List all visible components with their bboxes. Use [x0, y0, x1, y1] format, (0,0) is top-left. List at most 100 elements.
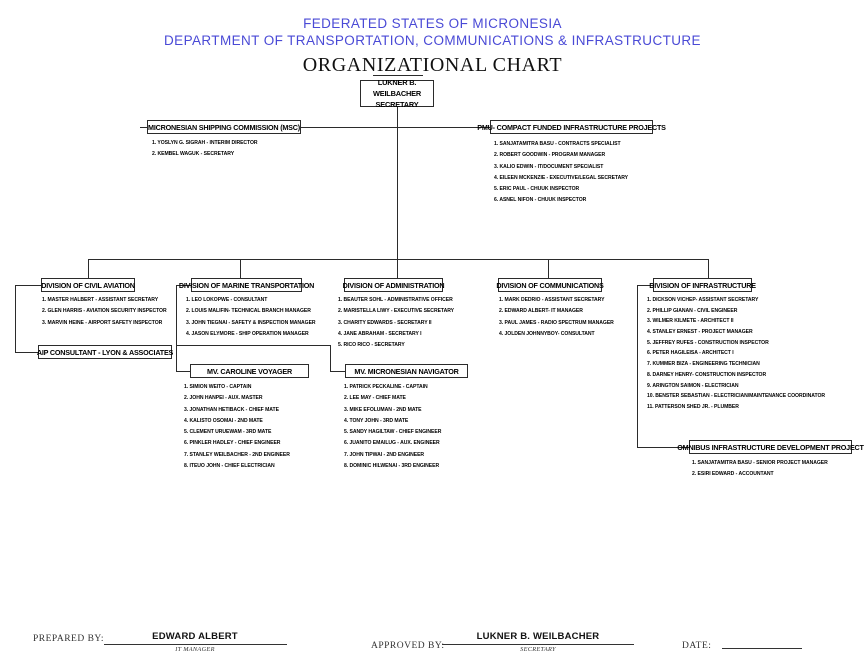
list-item: 3. JOHN TIEGNAI - SAFETY & INSPECTION MA… — [186, 319, 316, 326]
division-marine-box[interactable]: DIVISION OF MARINE TRANSPORTATION — [179, 278, 314, 292]
division-marine-list: 1. LEO LOKOPWE - CONSULTANT 2. LOUIS MAL… — [186, 297, 316, 343]
list-item: 1. DICKSON VICHEP- ASSISTANT SECRETARY — [647, 297, 759, 303]
list-item: 1. SANJATAMITRA BASU - CONTRACTS SPECIAL… — [494, 141, 621, 147]
list-item: 3. KALIO EDWIN - IT/DOCUMENT SPECIALIST — [494, 163, 604, 170]
connector-drop-comms — [548, 259, 549, 278]
header-line-1: FEDERATED STATES OF MICRONESIA — [303, 16, 562, 31]
list-item: 1. BEAUTER SOHL - ADMINISTRATIVE OFFICER — [338, 297, 453, 303]
omnibus-title: OMNIBUS INFRASTRUCTURE DEVELOPMENT PROJE… — [677, 442, 864, 452]
division-administration-box[interactable]: DIVISION OF ADMINISTRATION — [343, 278, 445, 292]
connector-vessels-vertical — [176, 285, 177, 372]
division-civil-aviation-list: 1. MASTER HALBERT - ASSISTANT SECRETARY … — [42, 297, 167, 332]
date-label: DATE: — [682, 641, 712, 651]
approved-by-name[interactable]: LUKNER B. WEILBACHER — [476, 631, 600, 642]
division-communications-box[interactable]: DIVISION OF COMMUNICATIONS — [496, 278, 604, 292]
division-title: DIVISION OF MARINE TRANSPORTATION — [178, 280, 315, 290]
list-item: 6. ASNEL NIFON - CHUUK INSPECTOR — [494, 197, 587, 204]
division-title: DIVISION OF COMMUNICATIONS — [496, 280, 604, 290]
vessel-micronesian-navigator-box[interactable]: MV. MICRONESIAN NAVIGATOR — [345, 364, 468, 378]
list-item: 5. RICO RICO - SECRETARY — [338, 342, 405, 349]
list-item: 1. LEO LOKOPWE - CONSULTANT — [186, 297, 268, 303]
prepared-by-name[interactable]: EDWARD ALBERT — [152, 631, 238, 642]
list-item: 4. TONY JOHN - 3RD MATE — [344, 417, 409, 424]
list-item: 2. JOHN HANPEI - AUX. MASTER — [184, 395, 263, 402]
header-line-2: DEPARTMENT OF TRANSPORTATION, COMMUNICAT… — [164, 33, 701, 48]
list-item: 11. PATTERSON SHED JR. - PLUMBER — [647, 403, 739, 410]
connector-navigator-vertical — [330, 345, 331, 372]
connector-pmu-left — [482, 127, 491, 128]
list-item: 1. MASTER HALBERT - ASSISTANT SECRETARY — [42, 297, 159, 303]
msc-box[interactable]: MICRONESIAN SHIPPING COMMISSION (MSC) — [147, 120, 301, 134]
list-item: 1. YOSLYN G. SIGRAH - INTERIM DIRECTOR — [152, 140, 258, 146]
division-civil-aviation-box[interactable]: DIVISION OF CIVIL AVIATION — [41, 278, 135, 292]
list-item: 5. ERIC PAUL - CHUUK INSPECTOR — [494, 186, 580, 193]
list-item: 2. KEMBEL WAGUK - SECRETARY — [152, 151, 235, 158]
list-item: 3. PAUL JAMES - RADIO SPECTRUM MANAGER — [499, 319, 614, 326]
page-title: ORGANIZATIONAL CHART — [302, 54, 563, 76]
list-item: 8. ITEUO JOHN - CHIEF ELECTRICIAN — [184, 462, 275, 469]
connector-drop-marine — [240, 259, 241, 278]
secretary-box[interactable]: LUKNER B. WEILBACHER SECRETARY — [360, 77, 434, 110]
division-administration-list: 1. BEAUTER SOHL - ADMINISTRATIVE OFFICER… — [338, 297, 455, 354]
secretary-name: LUKNER B. WEILBACHER — [372, 77, 422, 98]
connector-navigator — [330, 371, 346, 372]
prepared-by-role: IT MANAGER — [175, 646, 215, 653]
list-item: 5. SANDY HAGILTAW - CHIEF ENGINEER — [344, 429, 442, 436]
list-item: 6. PETER HAGILEISA - ARCHITECT I — [647, 350, 734, 357]
prepared-by-label: PREPARED BY: — [33, 634, 105, 644]
vessel-caroline-voyager-list: 1. SIMION WEITO - CAPTAIN 2. JOHN HANPEI… — [184, 384, 290, 475]
connector-secretary-down — [397, 107, 398, 127]
list-item: 5. JEFFREY RUFES - CONSTRUCTION INSPECTO… — [647, 339, 769, 346]
connector-drop-civil — [88, 259, 89, 278]
list-item: 2. LEE MAY - CHIEF MATE — [344, 395, 406, 402]
connector-aip-bottom — [15, 352, 39, 353]
connector-omnibus-vertical — [637, 285, 638, 447]
omnibus-project-box[interactable]: OMNIBUS INFRASTRUCTURE DEVELOPMENT PROJE… — [677, 440, 864, 454]
list-item: 6. JUANITO EMAILUG - AUX. ENGINEER — [344, 440, 440, 447]
date-rule[interactable] — [722, 648, 802, 649]
connector-omnibus-bottom — [637, 447, 690, 448]
list-item: 9. ARINGTON SAIMON - ELECTRICIAN — [647, 382, 739, 389]
secretary-role: SECRETARY — [375, 100, 419, 110]
list-item: 10. BENSTER SEBASTIAN - ELECTRICIAN/MAIN… — [647, 393, 825, 400]
list-item: 1. SANJATAMITRA BASU - SENIOR PROJECT MA… — [692, 460, 828, 466]
division-communications-list: 1. MARK DEDRIO - ASSISTANT SECRETARY 2. … — [499, 297, 614, 343]
list-item: 3. JONATHAN HETIBACK - CHIEF MATE — [184, 406, 279, 413]
list-item: 2. MARISTELLA LIWY - EXECUTIVE SECRETARY — [338, 308, 455, 315]
connector-drop-infra — [708, 259, 709, 278]
list-item: 7. STANLEY WEILBACHER - 2ND ENGINEER — [184, 451, 290, 458]
connector-caroline — [176, 371, 191, 372]
approved-by-rule — [442, 644, 634, 645]
aip-consultant-box[interactable]: AIP CONSULTANT - LYON & ASSOCIATES — [37, 345, 173, 359]
division-infrastructure-box[interactable]: DIVISION OF INFRASTRUCTURE — [649, 278, 756, 292]
list-item: 4. JASON ELYMORE - SHIP OPERATION MANAGE… — [186, 330, 309, 337]
approved-by-label: APPROVED BY: — [371, 641, 445, 651]
list-item: 2. LOUIS MALIFIN- TECHNICAL BRANCH MANAG… — [186, 308, 311, 315]
list-item: 4. STANLEY ERNEST - PROJECT MANAGER — [647, 329, 753, 336]
list-item: 2. EDWARD ALBERT- IT MANAGER — [499, 308, 583, 315]
msc-title: MICRONESIAN SHIPPING COMMISSION (MSC) — [148, 122, 300, 132]
list-item: 3. MIKE EFOLUMAN - 2ND MATE — [344, 406, 422, 413]
title-underline — [373, 75, 423, 76]
connector-omnibus-top — [637, 285, 652, 286]
list-item: 3. MARVIN HEINE - AIRPORT SAFETY INSPECT… — [42, 319, 163, 326]
connector-msc-left — [140, 127, 148, 128]
connector-aip-top — [15, 285, 42, 286]
pmu-member-list: 1. SANJATAMITRA BASU - CONTRACTS SPECIAL… — [494, 141, 628, 210]
connector-vessels-top — [176, 285, 192, 286]
list-item: 7. JOHN TIPWAI - 2ND ENGINEER — [344, 451, 425, 458]
list-item: 1. SIMION WEITO - CAPTAIN — [184, 384, 252, 390]
connector-drop-admin — [397, 259, 398, 278]
vessel-title: MV. MICRONESIAN NAVIGATOR — [354, 366, 459, 376]
list-item: 7. KUMMER BIZA - ENGINEERING TECHNICIAN — [647, 361, 760, 368]
msc-member-list: 1. YOSLYN G. SIGRAH - INTERIM DIRECTOR 2… — [152, 140, 258, 164]
list-item: 4. JANE ABRAHAM - SECRETARY I — [338, 330, 422, 337]
connector-spine — [397, 127, 398, 259]
pmu-box[interactable]: PMU- COMPACT FUNDED INFRASTRUCTURE PROJE… — [477, 120, 666, 134]
division-infrastructure-list: 1. DICKSON VICHEP- ASSISTANT SECRETARY 2… — [647, 297, 825, 416]
prepared-by-rule — [104, 644, 287, 645]
list-item: 4. KALISTO OSOMAI - 2ND MATE — [184, 417, 263, 424]
vessel-caroline-voyager-box[interactable]: MV. CAROLINE VOYAGER — [190, 364, 309, 378]
list-item: 8. DARNEY HENRY- CONSTRUCTION INSPECTOR — [647, 371, 767, 378]
connector-aip-vertical — [15, 285, 16, 352]
